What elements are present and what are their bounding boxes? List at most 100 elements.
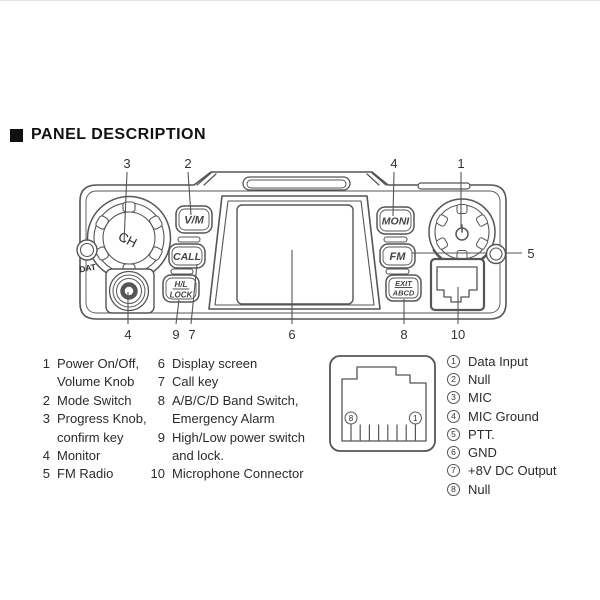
pinout-pin1-number: 1: [413, 414, 418, 423]
data-jack: DAT: [76, 239, 98, 275]
legend-item-number: 5: [42, 466, 50, 482]
display-bezel-inner: [214, 200, 375, 306]
pin-item-text: MIC Ground: [468, 408, 539, 424]
legend-item-text: High/Low power switch: [172, 429, 305, 445]
exit-abcd-button: EXIT ABCD: [385, 274, 422, 302]
pin-number-circle: 4: [447, 409, 460, 423]
pin-item-text: MIC: [468, 390, 492, 406]
volume-knob: [105, 268, 155, 314]
legend-item-number: 10: [150, 466, 165, 482]
legend-item-text: and lock.: [172, 448, 225, 464]
left-shoulder-fold: [196, 172, 217, 186]
callout-7: 7: [188, 327, 195, 342]
call-button-label: CALL: [173, 251, 201, 263]
callout-4-bottom: 4: [124, 327, 131, 342]
legend-item-text: Display screen: [172, 356, 258, 371]
legend-item-number: 9: [157, 429, 165, 445]
pin-item-text: Data Input: [468, 353, 528, 369]
title-bullet-square: [10, 128, 23, 142]
legend-item-text: Progress Knob,: [57, 411, 147, 427]
pin-item: 2 Null: [447, 370, 557, 388]
pin-item: 8 Null: [447, 480, 557, 498]
legend-item-number: [145, 410, 165, 428]
power-icon: [455, 224, 469, 241]
vm-button: V/M: [175, 205, 213, 234]
legend-item-text: Microphone Connector: [172, 466, 304, 482]
pin-number-circle: 5: [447, 427, 460, 441]
leader-line-9: [175, 299, 180, 325]
legend-item: and lock.: [145, 447, 330, 465]
callout-5: 5: [527, 246, 534, 261]
left-separator-1: [177, 236, 201, 243]
right-separator-1: [383, 236, 408, 243]
exit-abcd-button-label-bottom: ABCD: [392, 289, 415, 298]
legend-item-number: 8: [157, 392, 165, 408]
radio-body-outline: [79, 171, 507, 320]
right-round-jack: [485, 243, 507, 265]
legend-item-number: 4: [42, 448, 50, 464]
legend-item-text: Power On/Off,: [57, 356, 140, 371]
legend-item-number: [34, 429, 50, 447]
callout-2: 2: [184, 156, 191, 171]
display-screen: [236, 204, 354, 305]
legend-item-text: Emergency Alarm: [172, 411, 275, 427]
legend-item: 10 Microphone Connector: [145, 465, 330, 483]
pin-item: 1 Data Input: [447, 352, 557, 370]
legend-item-number: [34, 373, 50, 391]
leader-line-4-top: [392, 171, 395, 217]
pin-number-circle: 8: [447, 482, 460, 496]
power-volume-knob: [428, 198, 496, 267]
hl-lock-button-label-bottom: LOCK: [170, 291, 194, 300]
legend-item-number: 6: [157, 356, 165, 371]
top-right-vent-slot: [417, 182, 471, 190]
legend-item: confirm key: [34, 429, 154, 447]
pin-number-circle: 1: [447, 354, 460, 368]
top-speaker-slot-inner: [246, 179, 347, 189]
hl-lock-button-label-top: H/L: [175, 280, 188, 289]
callout-10: 10: [451, 327, 465, 342]
pin-item: 4 MIC Ground: [447, 407, 557, 425]
moni-button: MONI: [376, 206, 415, 235]
leader-line-2: [187, 171, 192, 216]
fm-button-label: FM: [390, 251, 407, 263]
callout-4-top: 4: [390, 156, 397, 171]
callout-1: 1: [457, 156, 464, 171]
pin-item-text: GND: [468, 445, 497, 461]
pin-number-circle: 3: [447, 391, 460, 405]
exit-abcd-button-label-top: EXIT: [395, 279, 413, 288]
callout-3: 3: [123, 156, 130, 171]
callout-8: 8: [400, 327, 407, 342]
legend-item: Volume Knob: [34, 373, 154, 391]
display-section: [208, 195, 381, 310]
legend-item-number: 3: [42, 411, 50, 427]
left-separator-2: [170, 268, 194, 275]
legend-item: 3 Progress Knob,: [34, 410, 154, 428]
legend-item: Emergency Alarm: [145, 410, 330, 428]
legend-item-text: confirm key: [57, 429, 124, 445]
pin-number-circle: 2: [447, 372, 460, 386]
callout-numbers: 3 2 4 1 5 4 9 7 6 8 10: [123, 156, 534, 342]
section-title: PANEL DESCRIPTION: [10, 126, 206, 144]
legend-item-number: 1: [42, 356, 50, 371]
pinout-pin1-marker: 1: [408, 411, 422, 425]
moni-button-label: MONI: [382, 216, 410, 228]
pinout-pin8-marker: 8: [344, 411, 358, 425]
pin-item-text: Null: [468, 481, 491, 497]
legend-item-text: Mode Switch: [57, 392, 132, 408]
pin-item-text: Null: [468, 371, 491, 387]
data-jack-label: DAT: [78, 262, 97, 275]
pin-item: 7+8V DC Output: [447, 462, 557, 480]
legend-item-text: Volume Knob: [57, 374, 135, 390]
channel-knob: CH: [86, 195, 172, 281]
legend-item: 9 High/Low power switch: [145, 429, 330, 447]
legend-item-text: FM Radio: [57, 466, 114, 482]
pin-item: 3 MIC: [447, 389, 557, 407]
legend-item-text: Call key: [172, 374, 219, 390]
microphone-connector: [429, 257, 486, 312]
